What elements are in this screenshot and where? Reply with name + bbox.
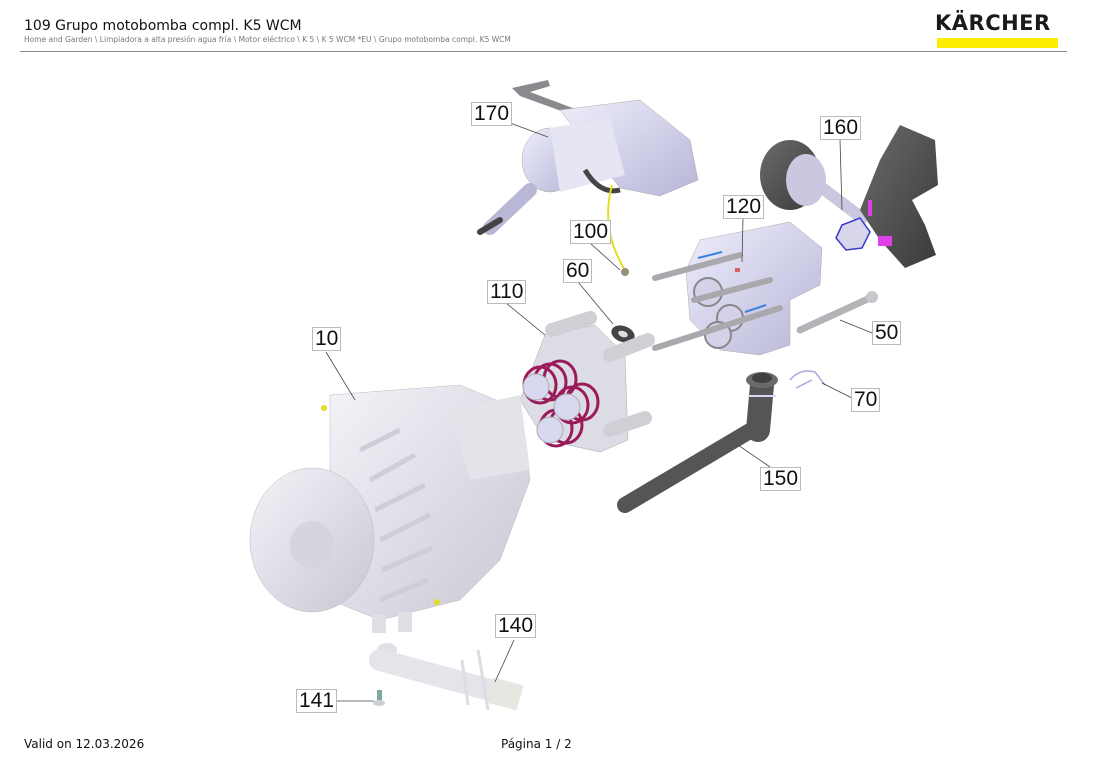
karcher-logo: KÄRCHER [935,12,1060,48]
callout-140[interactable]: 140 [495,614,537,638]
part-120-pump-head [652,221,823,356]
logo-text: KÄRCHER [935,11,1051,35]
part-160-connector-housing [760,125,938,268]
part-140-suction-connector [369,643,524,711]
page-number: Página 1 / 2 [501,737,572,751]
callout-70[interactable]: 70 [851,388,881,412]
callout-160[interactable]: 160 [820,116,862,140]
callout-120[interactable]: 120 [723,195,765,219]
callout-110[interactable]: 110 [487,280,527,304]
part-150-outlet-pipe [617,372,778,513]
valid-on-date: Valid on 12.03.2026 [24,737,145,751]
callout-60[interactable]: 60 [563,259,593,283]
callout-150[interactable]: 150 [760,467,802,491]
part-170-switch-unit [477,80,699,276]
callout-10[interactable]: 10 [312,327,342,351]
part-50-bolt [796,291,878,334]
page-header: 109 Grupo motobomba compl. K5 WCM Home a… [24,18,511,45]
parts-illustration [249,80,938,711]
part-10-motor [249,384,531,633]
callout-100[interactable]: 100 [570,220,612,244]
header-divider [20,51,1067,52]
part-60-seal [611,325,635,343]
page-title: 109 Grupo motobomba compl. K5 WCM [24,18,302,34]
callout-50[interactable]: 50 [872,321,902,345]
part-141-screw [373,690,385,706]
logo-yellow-bar [937,38,1058,48]
breadcrumb: Home and Garden \ Limpiadora a alta pres… [24,35,511,44]
callout-170[interactable]: 170 [471,102,513,126]
callout-141[interactable]: 141 [296,689,338,713]
part-110-swash-plate-pistons [519,311,655,453]
part-70-clip [789,370,826,389]
exploded-parts-diagram: 170 160 120 100 60 110 10 50 70 150 140 … [0,60,1094,720]
leader-lines [325,122,873,702]
